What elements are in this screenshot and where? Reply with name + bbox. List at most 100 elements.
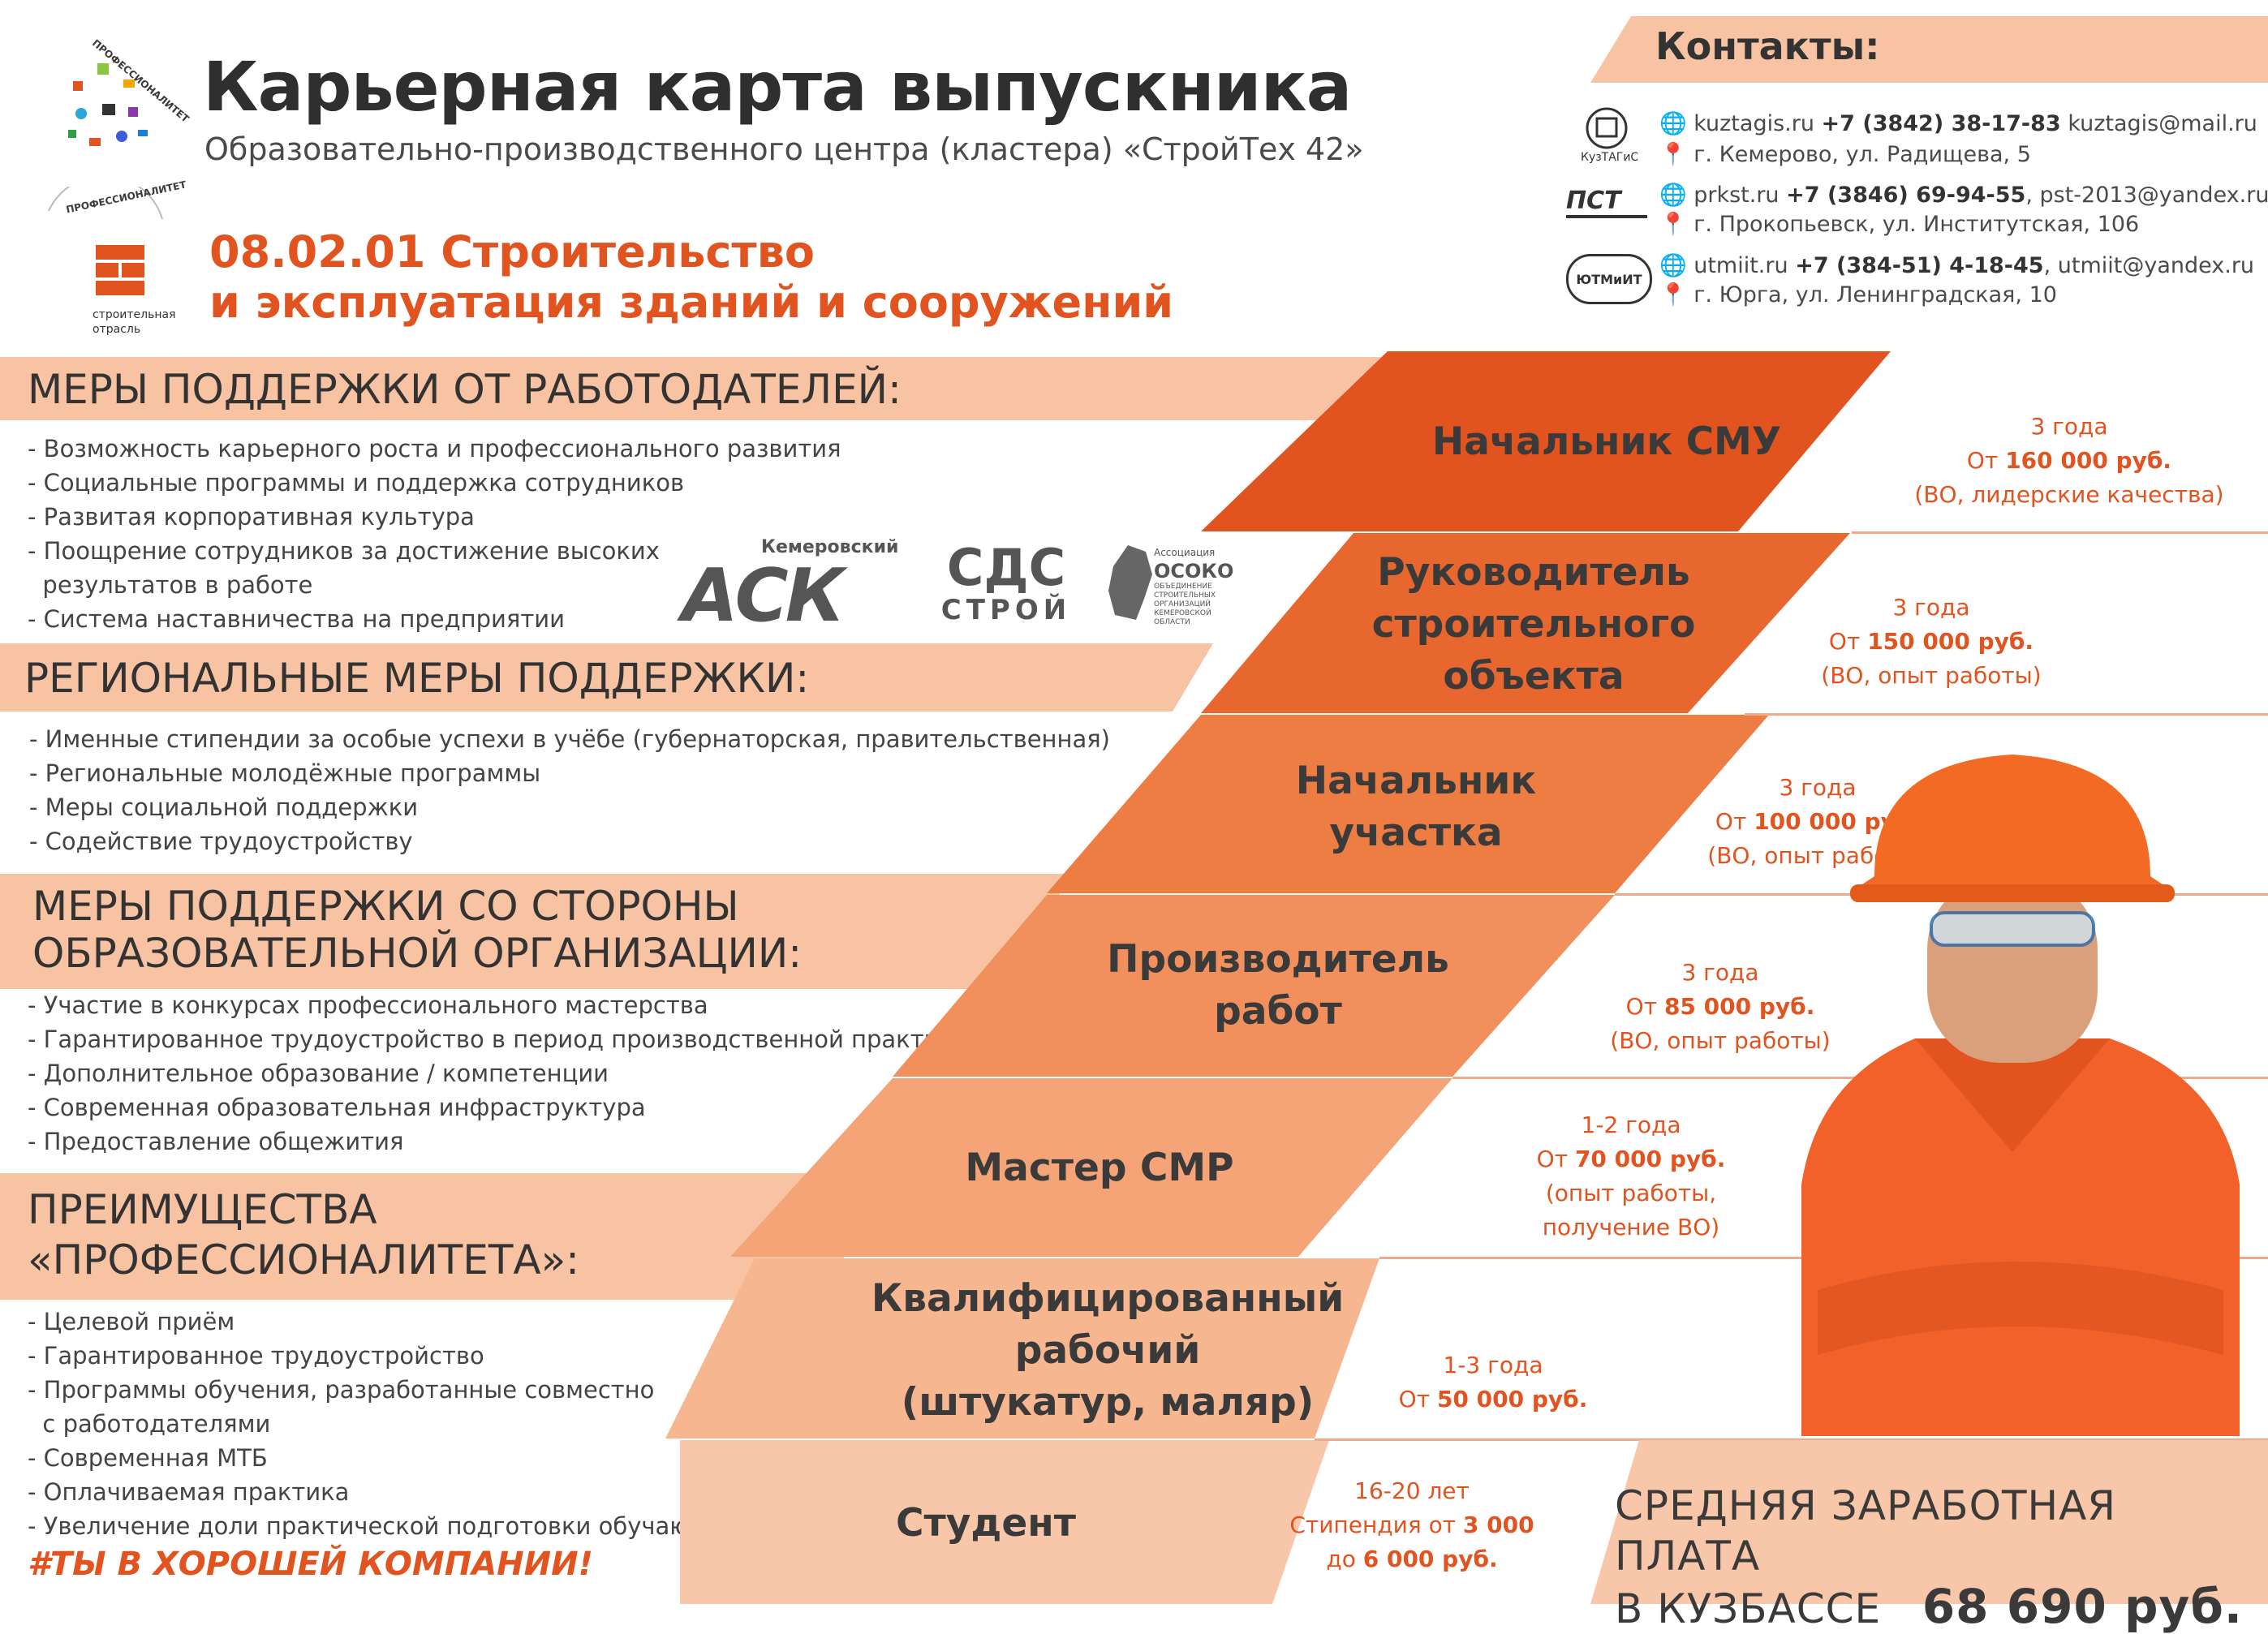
average-salary-line-1: СРЕДНЯЯ ЗАРАБОТНАЯ ПЛАТА xyxy=(1615,1481,2268,1581)
contact-line: 🌐 kuztagis.ru +7 (3842) 38-17-83 kuztagi… xyxy=(1659,110,2257,136)
salary-note: (опыт работы, xyxy=(1485,1176,1777,1210)
salary-amount: 150 000 руб. xyxy=(1867,628,2033,655)
pst-logo: ПСТ xyxy=(1566,187,1647,227)
page-title: Карьерная карта выпускника xyxy=(203,47,1351,127)
ask-logo-text: АСК xyxy=(682,553,841,639)
average-salary-line-2: В КУЗБАССЕ xyxy=(1615,1585,1881,1632)
salary-block-2: 3 года От 150 000 руб. (ВО, опыт работы) xyxy=(1785,591,2077,693)
salary-from: От xyxy=(1399,1386,1430,1413)
stipend-from: Стипендия от xyxy=(1289,1511,1456,1538)
section-list-regional: - Именные стипендии за особые успехи в у… xyxy=(29,722,1110,858)
kuztagis-logo: КузТАГиС xyxy=(1574,105,1639,164)
globe-icon: 🌐 xyxy=(1659,253,1687,278)
salary-block-5: 1-2 года От 70 000 руб. (опыт работы, по… xyxy=(1485,1108,1777,1245)
contact-email[interactable]: kuztagis@mail.ru xyxy=(2068,111,2257,136)
professionalitet-logo-2: ПРОФЕССИОНАЛИТЕТ строительная отрасль xyxy=(32,187,179,341)
contact-pst: ПСТ 🌐 prkst.ru +7 (3846) 69-94-55, pst-2… xyxy=(1566,177,2256,242)
pst-logo-text: ПСТ xyxy=(1566,187,1647,218)
section-title-line-2: «ПРОФЕССИОНАЛИТЕТА»: xyxy=(28,1235,579,1285)
list-item: - Современная образовательная инфраструк… xyxy=(28,1090,969,1124)
list-item: - Увеличение доли практической подготовк… xyxy=(28,1509,768,1543)
specialty-title: 08.02.01 Строительство и эксплуатация зд… xyxy=(209,227,1173,328)
specialty-line-2: и эксплуатация зданий и сооружений xyxy=(209,277,1173,328)
globe-icon: 🌐 xyxy=(1659,183,1687,208)
hashtag: #ТЫ В ХОРОШЕЙ КОМПАНИИ! xyxy=(28,1546,593,1583)
career-title-line: рабочий xyxy=(871,1325,1344,1377)
sds-logo: СДС СТРОЙ xyxy=(925,542,1087,639)
list-item: - Возможность карьерного роста и професс… xyxy=(28,432,841,466)
section-title-line-1: МЕРЫ ПОДДЕРЖКИ СО СТОРОНЫ xyxy=(32,883,802,930)
career-title-2: Руководитель строительного объекта xyxy=(1331,540,1737,710)
list-item: - Гарантированное трудоустройство в пери… xyxy=(28,1022,969,1056)
section-list-education: - Участие в конкурсах профессионального … xyxy=(28,988,969,1159)
salary-note: (ВО, лидерские качества) xyxy=(1891,478,2248,512)
contact-phone[interactable]: +7 (3846) 69-94-55 xyxy=(1786,183,2025,208)
salary-years: 1-3 года xyxy=(1347,1348,1639,1382)
contact-site[interactable]: utmiit.ru xyxy=(1693,253,1788,278)
list-item: - Меры социальной поддержки xyxy=(29,790,1110,824)
osoko-logo: Ассоциация ОСОКО ОБЪЕДИНЕНИЕ СТРОИТЕЛЬНЫ… xyxy=(1104,542,1242,631)
career-title: Начальник СМУ xyxy=(1432,416,1781,468)
contact-site[interactable]: kuztagis.ru xyxy=(1693,111,1814,136)
specialty-line-1: 08.02.01 Строительство xyxy=(209,227,1173,277)
career-title-4: Производитель работ xyxy=(1071,905,1485,1067)
contact-site[interactable]: prkst.ru xyxy=(1693,183,1779,208)
sds-logo-text: СДС xyxy=(925,542,1087,594)
ask-logo: Кемеровский АСК xyxy=(682,535,901,633)
list-item: - Программы обучения, разработанные совм… xyxy=(28,1373,768,1407)
stipend-min: 3 000 xyxy=(1463,1511,1534,1538)
location-pin-icon: 📍 xyxy=(1659,142,1687,167)
salary-amount: 70 000 руб. xyxy=(1575,1146,1725,1172)
logo-caption-2: отрасль xyxy=(93,323,140,336)
section-title-employers: МЕРЫ ПОДДЕРЖКИ ОТ РАБОТОДАТЕЛЕЙ: xyxy=(28,367,902,412)
section-title-line-1: ПРЕИМУЩЕСТВА xyxy=(28,1185,579,1235)
sds-logo-subtext: СТРОЙ xyxy=(925,594,1087,626)
stipend-to: до xyxy=(1326,1546,1356,1572)
salary-block-7: 16-20 лет Стипендия от 3 000 до 6 000 ру… xyxy=(1266,1474,1558,1576)
osoko-text: ОСОКО xyxy=(1154,560,1233,583)
contact-address: г. Кемерово, ул. Радищева, 5 xyxy=(1693,142,2031,167)
career-title-line: Производитель xyxy=(1107,934,1449,986)
salary-from: От xyxy=(1967,447,1998,474)
career-title-1: Начальник СМУ xyxy=(1379,365,1834,519)
career-title-5: Мастер СМР xyxy=(893,1087,1306,1249)
salary-note: получение ВО) xyxy=(1485,1210,1777,1245)
page-subtitle: Образовательно-производственного центра … xyxy=(204,131,1364,167)
salary-note: (ВО, опыт работы) xyxy=(1785,659,2077,693)
list-item: - Развитая корпоративная культура xyxy=(28,500,841,534)
contact-email[interactable]: utmiit@yandex.ru xyxy=(2058,253,2254,278)
osoko-small: Ассоциация xyxy=(1154,547,1215,558)
osoko-desc: ОБЪЕДИНЕНИЕ СТРОИТЕЛЬНЫХ ОРГАНИЗАЦИЙ КЕМ… xyxy=(1154,583,1235,627)
contact-address-line: 📍 г. Прокопьевск, ул. Институтская, 106 xyxy=(1659,211,2139,237)
contact-address-line: 📍 г. Кемерово, ул. Радищева, 5 xyxy=(1659,141,2031,167)
kemerovo-region-map-icon xyxy=(1104,542,1160,623)
career-title-line: Начальник xyxy=(1296,755,1536,807)
list-item: - Участие в конкурсах профессионального … xyxy=(28,988,969,1022)
salary-amount: 160 000 руб. xyxy=(2005,447,2171,474)
career-title-line: Квалифицированный xyxy=(871,1273,1344,1325)
section-title-education: МЕРЫ ПОДДЕРЖКИ СО СТОРОНЫ ОБРАЗОВАТЕЛЬНО… xyxy=(32,883,802,977)
contact-email[interactable]: pst-2013@yandex.ru xyxy=(2040,183,2268,208)
worker-illustration-icon xyxy=(1753,730,2268,1436)
section-title-line-2: ОБРАЗОВАТЕЛЬНОЙ ОРГАНИЗАЦИИ: xyxy=(32,930,802,977)
professionalitet-logo-1: ПРОФЕССИОНАЛИТЕТ xyxy=(32,32,179,178)
salary-from: От xyxy=(1537,1146,1568,1172)
contact-phone[interactable]: +7 (384-51) 4-18-45 xyxy=(1795,253,2043,278)
list-item: с работодателями xyxy=(28,1407,768,1441)
contacts-title: Контакты: xyxy=(1655,24,1880,68)
section-title-regional: РЕГИОНАЛЬНЫЕ МЕРЫ ПОДДЕРЖКИ: xyxy=(24,656,809,701)
list-item: - Дополнительное образование / компетенц… xyxy=(28,1056,969,1090)
section-list-professionalitet: - Целевой приём - Гарантированное трудоу… xyxy=(28,1305,768,1543)
career-title-6: Квалифицированный рабочий (штукатур, мал… xyxy=(852,1266,1363,1436)
salary-amount: 50 000 руб. xyxy=(1437,1386,1587,1413)
contact-line: 🌐 utmiit.ru +7 (384-51) 4-18-45, utmiit@… xyxy=(1659,252,2254,278)
contact-address-line: 📍 г. Юрга, ул. Ленинградская, 10 xyxy=(1659,282,2057,307)
career-title-line: участка xyxy=(1296,807,1536,859)
kuztagis-logo-text: КузТАГиС xyxy=(1581,151,1638,164)
career-title-7: Студент xyxy=(836,1452,1136,1594)
salary-block-1: 3 года От 160 000 руб. (ВО, лидерские ка… xyxy=(1891,410,2248,512)
contact-phone[interactable]: +7 (3842) 38-17-83 xyxy=(1822,111,2061,136)
contact-address: г. Прокопьевск, ул. Институтская, 106 xyxy=(1693,212,2139,237)
stipend-max: 6 000 руб. xyxy=(1363,1546,1498,1572)
section-title-professionalitet: ПРЕИМУЩЕСТВА «ПРОФЕССИОНАЛИТЕТА»: xyxy=(28,1185,579,1285)
